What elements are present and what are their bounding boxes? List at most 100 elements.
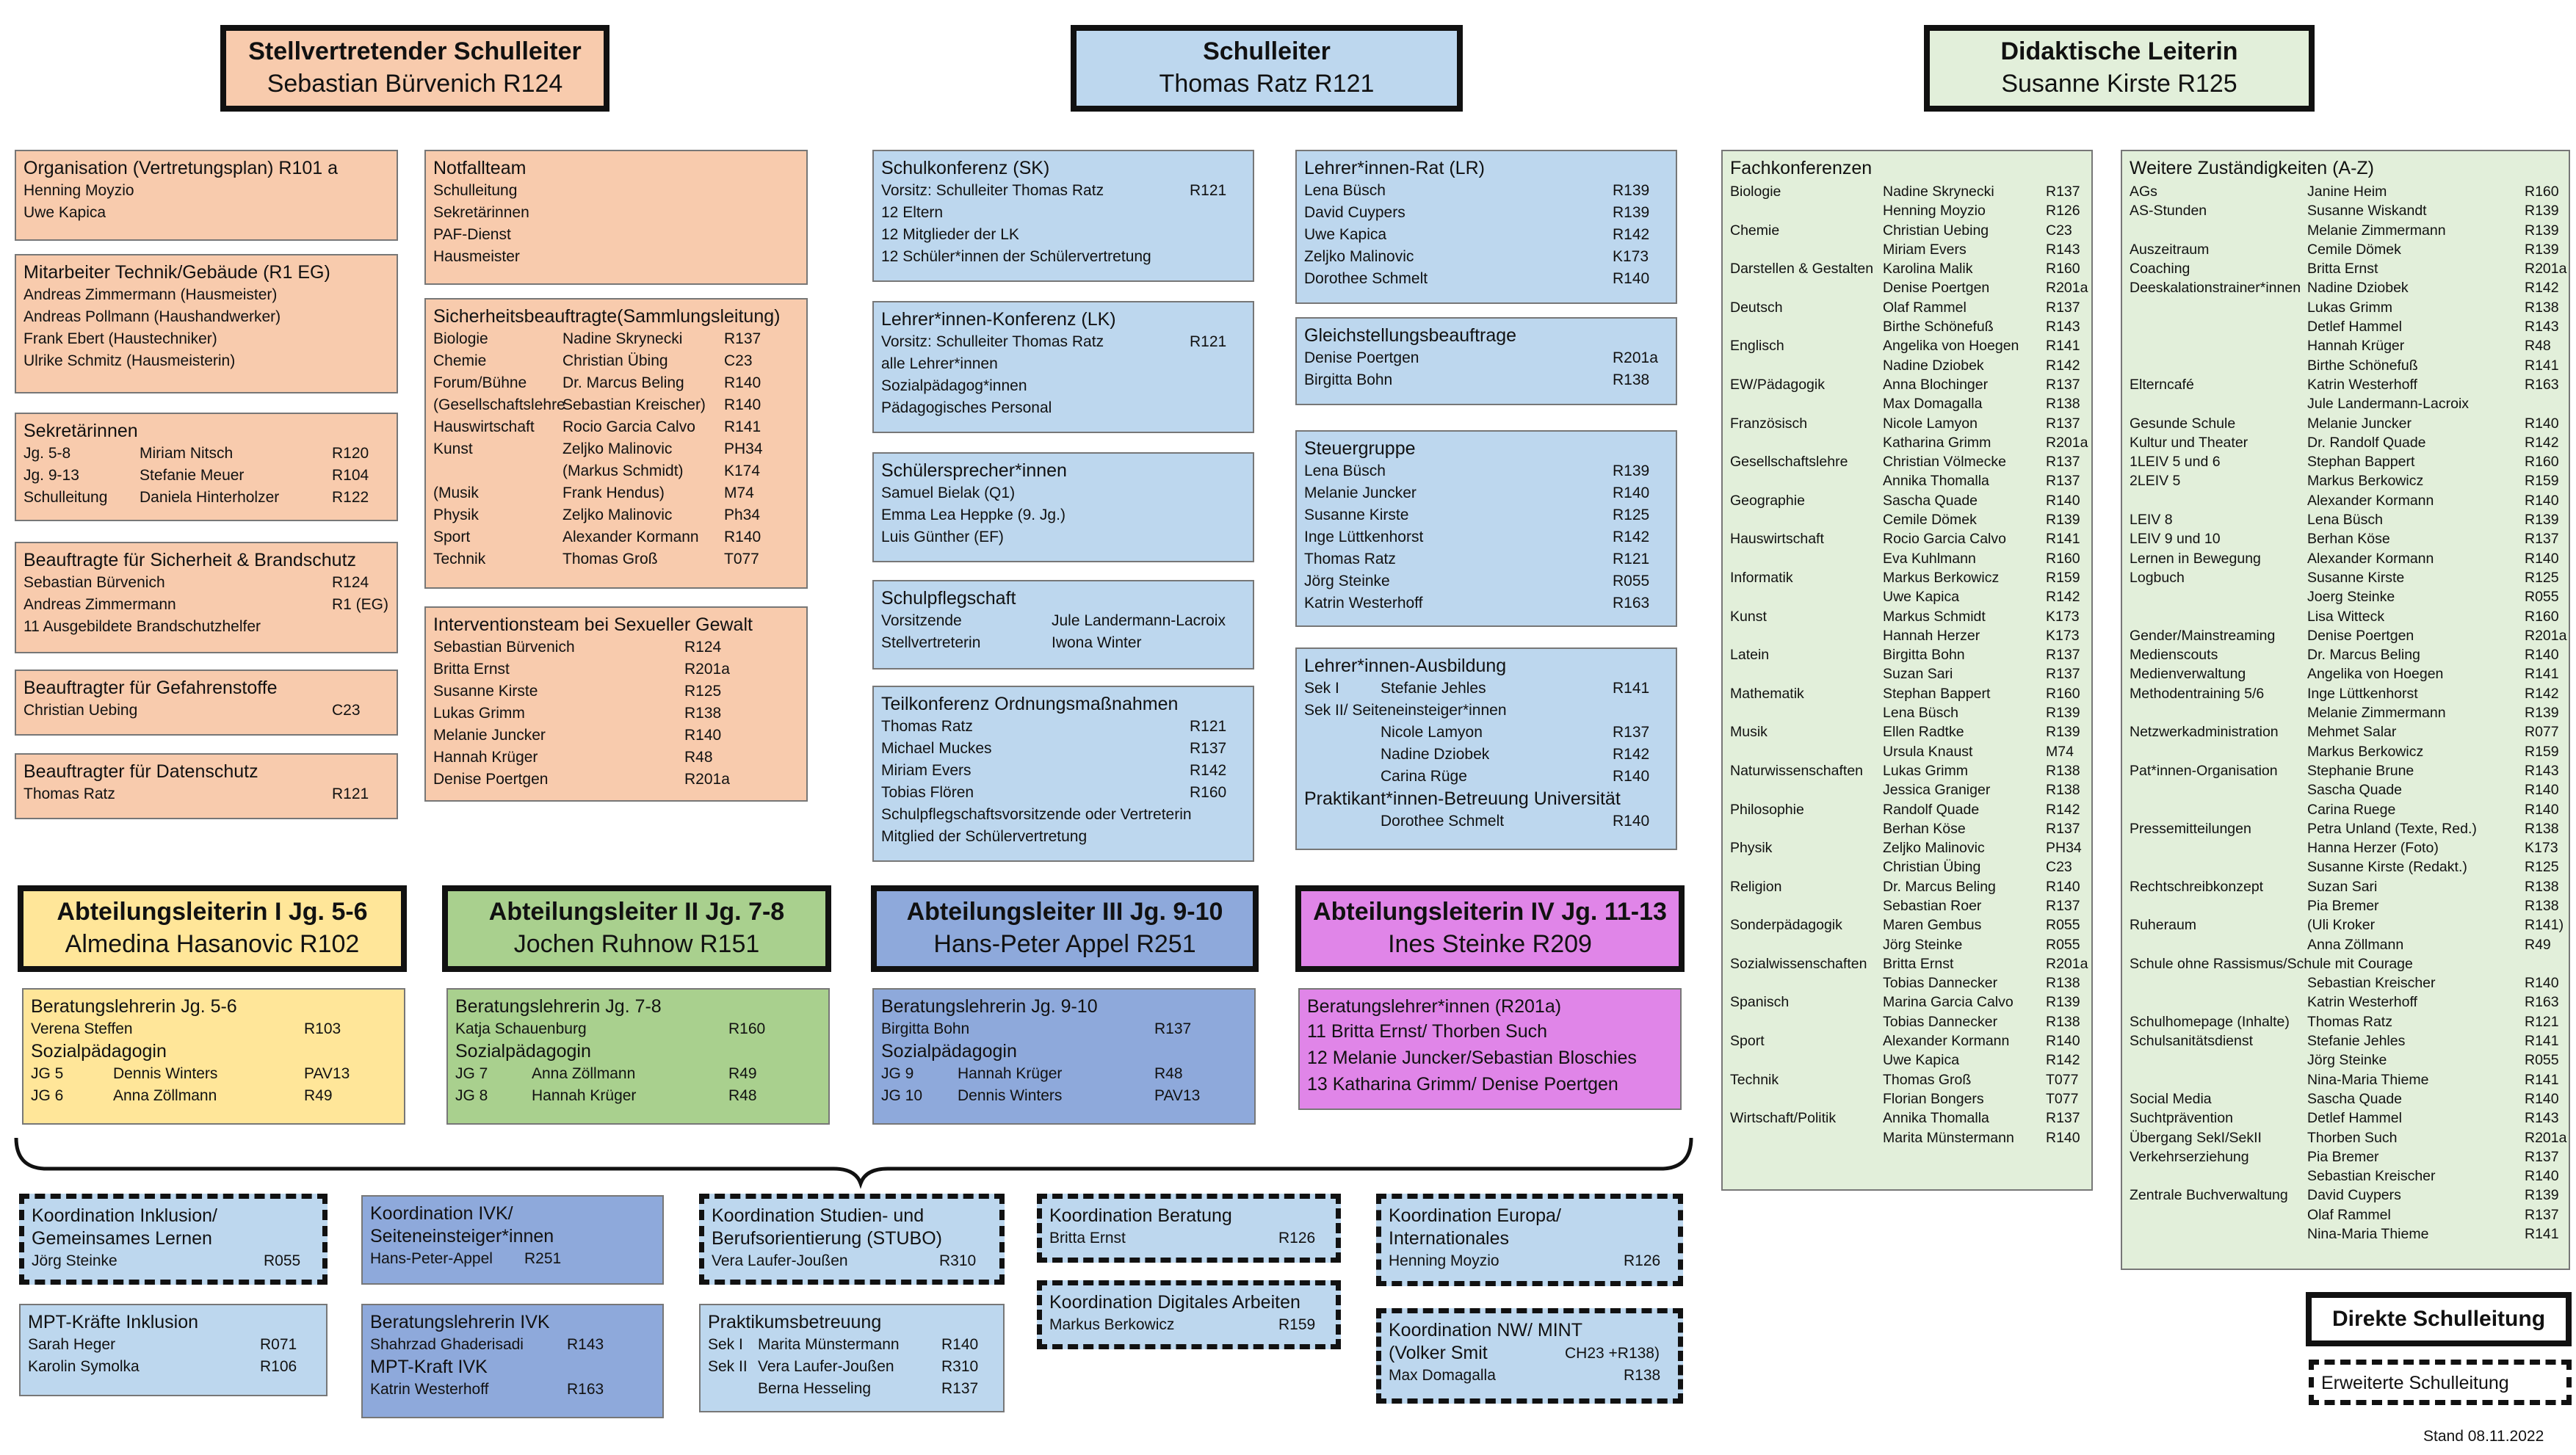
person: Inge Lüttkenhorst — [2307, 685, 2418, 702]
person: Dennis Winters — [113, 1065, 218, 1082]
person: Thorben Such — [2307, 1129, 2398, 1146]
subject: Netzwerkadministration — [2130, 724, 2279, 741]
person: Berna Hesseling — [758, 1380, 872, 1397]
person: Lisa Witteck — [2307, 608, 2385, 625]
person: Rocio Garcia Calvo — [1883, 531, 2006, 548]
room: CH23 +R138) — [1565, 1345, 1660, 1362]
box-title: Gleichstellungsbeauftrage — [1304, 325, 1517, 346]
label: Physik — [433, 507, 479, 523]
room: C23 — [332, 702, 361, 719]
person: Emma Lea Heppke (9. Jg.) — [881, 507, 1066, 523]
room: R141 — [1613, 680, 1650, 697]
person: Melanie Juncker — [2307, 415, 2412, 432]
person: Christian Uebing — [1883, 222, 1989, 239]
room: R137 — [1154, 1020, 1192, 1037]
room: R103 — [304, 1020, 341, 1037]
subject: Sonderpädagogik — [1730, 917, 1842, 934]
box-title: Fachkonferenzen — [1730, 158, 1873, 178]
person: Melanie Juncker — [433, 727, 546, 744]
person: Stefanie Jehles — [1381, 680, 1486, 697]
person: Olaf Rammel — [2307, 1206, 2391, 1223]
room: R201a — [2046, 280, 2088, 297]
room: PAV13 — [304, 1065, 350, 1082]
room: PAV13 — [1154, 1087, 1201, 1104]
room: R137 — [1190, 740, 1227, 757]
room: R137 — [1613, 724, 1650, 741]
abt-head-2: Abteilungsleiter II Jg. 7-8 Jochen Ruhno… — [442, 885, 831, 972]
room: R139 — [2046, 512, 2080, 529]
box-title: Lehrer*innen-Ausbildung — [1304, 656, 1507, 676]
room: R201a — [2046, 434, 2088, 451]
room: R140 — [2525, 550, 2559, 567]
person: Petra Unland (Texte, Red.) — [2307, 820, 2477, 837]
person: Daniela Hinterholzer — [140, 489, 280, 506]
person: Frank Ebert (Haustechniker) — [23, 330, 217, 347]
box-title: Beauftragter für Gefahrenstoffe — [23, 678, 278, 698]
person: Christian Übing — [1883, 859, 1981, 876]
table-row: 12 Mitglieder der LK — [881, 224, 1245, 246]
subject: Wirtschaft/Politik — [1730, 1110, 1837, 1127]
label: Technik — [433, 551, 486, 567]
room: R126 — [1278, 1230, 1316, 1247]
head-didactic-name: Susanne Kirste R125 — [2001, 70, 2237, 98]
person: Eva Kuhlmann — [1883, 550, 1976, 567]
person: Ursula Knaust — [1883, 743, 1973, 760]
person: Hannah Herzer — [1883, 627, 1980, 644]
box-title: Weitere Zuständigkeiten (A-Z) — [2130, 158, 2374, 178]
room: R140 — [1613, 813, 1650, 830]
room: R142 — [2525, 434, 2559, 451]
subject: EW/Pädagogik — [1730, 376, 1825, 393]
room: R140 — [2525, 647, 2559, 664]
role: Vorsitzende — [881, 612, 962, 629]
person: Frank Hendus) — [562, 485, 665, 501]
box-sicherheitsbeauftragte: Sicherheitsbeauftragte(Sammlungsleitung)… — [424, 298, 808, 589]
room: R141 — [2525, 1071, 2559, 1088]
subject: Coaching — [2130, 261, 2190, 277]
room: T077 — [2046, 1090, 2079, 1107]
person: Christian Übing — [562, 352, 668, 369]
person: Thomas Ratz — [881, 718, 973, 735]
person: Markus Berkowicz — [1883, 569, 2000, 586]
subject: LEIV 9 und 10 — [2130, 531, 2221, 548]
head-principal: Schulleiter Thomas Ratz R121 — [1071, 25, 1463, 112]
person: Randolf Quade — [1883, 801, 1980, 818]
box-title-2: Seiteneinsteiger*innen — [370, 1226, 554, 1247]
table-row: Britta Ernst R201a — [433, 658, 799, 681]
table-row: alle Lehrer*innen — [881, 353, 1245, 375]
room: R138 — [1613, 371, 1650, 388]
person: Britta Ernst — [433, 661, 510, 678]
person: Christian Uebing — [23, 702, 138, 719]
room: R201a — [684, 661, 730, 678]
room: R140 — [2525, 492, 2559, 509]
subject: Hauswirtschaft — [1730, 531, 1824, 548]
room: R143 — [567, 1336, 604, 1353]
subject: Biologie — [1730, 184, 1781, 200]
box-title-2: Berufsorientierung (STUBO) — [712, 1228, 943, 1249]
person: Alexander Kormann — [562, 529, 699, 545]
room: R142 — [1613, 529, 1650, 545]
